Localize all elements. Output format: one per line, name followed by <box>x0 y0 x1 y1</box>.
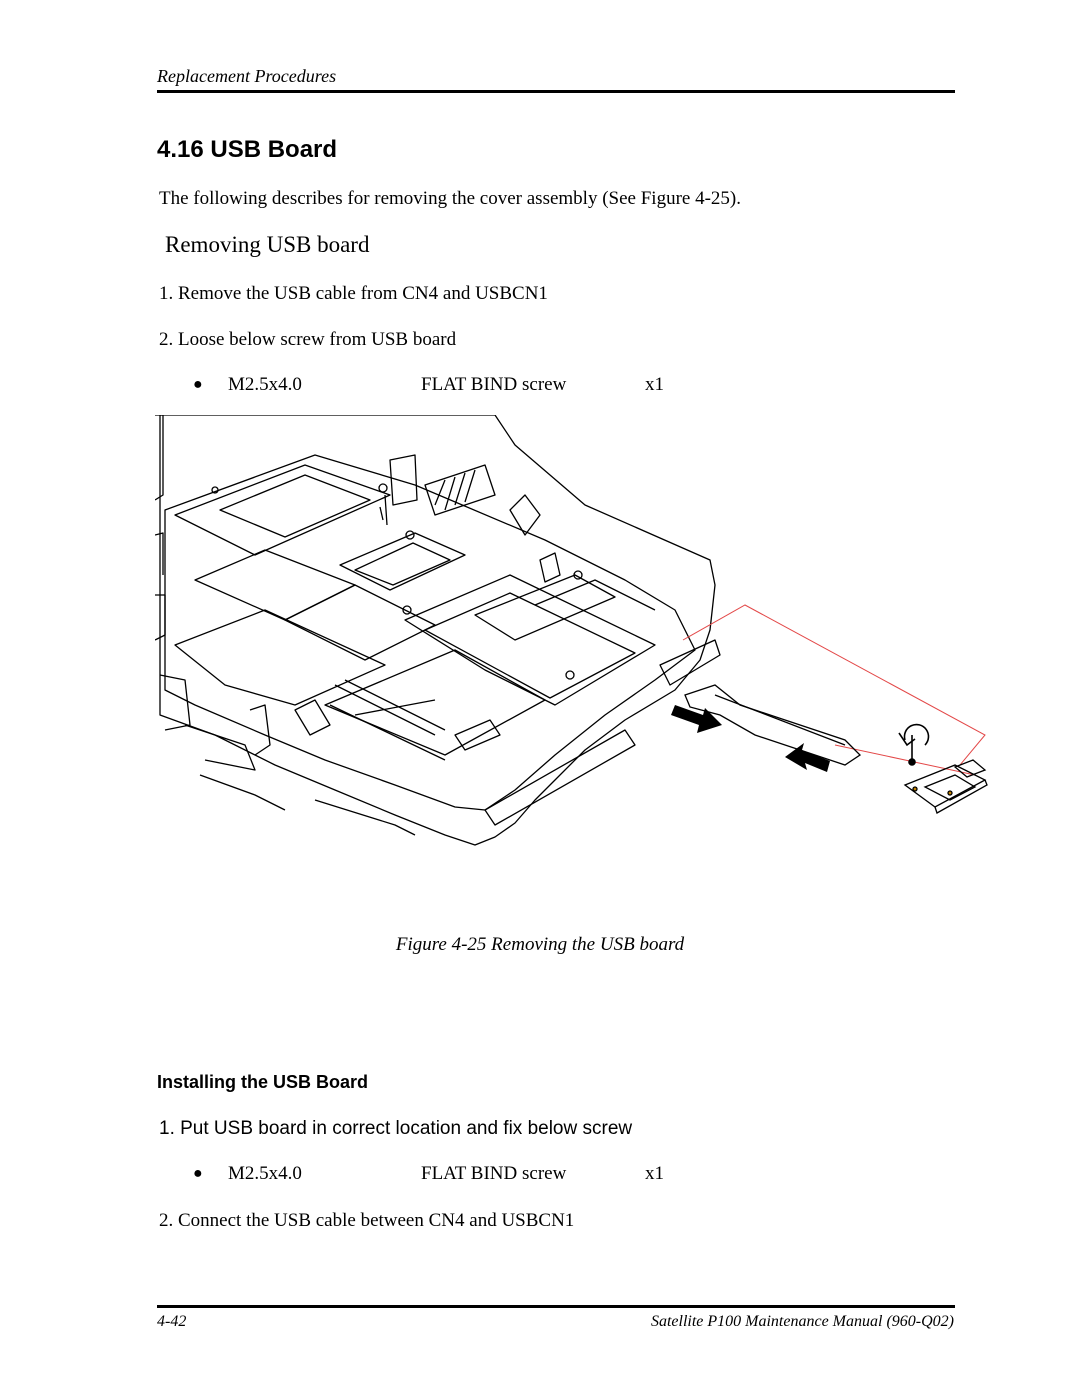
screw-type: FLAT BIND screw <box>421 1163 567 1184</box>
figure-caption: Figure 4-25 Removing the USB board <box>395 934 685 955</box>
page-title: 4.16 USB Board <box>157 136 338 163</box>
installing-step-1: 1. Put USB board in correct location and… <box>159 1118 633 1139</box>
screw-size: M2.5x4.0 <box>228 374 302 395</box>
intro-text: The following describes for removing the… <box>159 188 741 209</box>
screw-size: M2.5x4.0 <box>228 1163 302 1184</box>
removing-step-2: 2. Loose below screw from USB board <box>159 329 457 350</box>
screw-qty: x1 <box>645 1163 664 1184</box>
bullet-icon: ● <box>193 376 203 393</box>
removing-step-1: 1. Remove the USB cable from CN4 and USB… <box>159 283 548 304</box>
bullet-icon: ● <box>193 1165 203 1182</box>
screw-qty: x1 <box>645 374 664 395</box>
screw-type: FLAT BIND screw <box>421 374 567 395</box>
removing-heading: Removing USB board <box>165 232 370 257</box>
header-rule <box>157 90 955 93</box>
footer-rule <box>157 1305 955 1308</box>
usb-board-removal-figure <box>155 415 988 846</box>
page-number: 4-42 <box>157 1313 187 1330</box>
running-header: Replacement Procedures <box>157 66 337 86</box>
installing-heading: Installing the USB Board <box>157 1072 369 1092</box>
manual-title: Satellite P100 Maintenance Manual (960-Q… <box>650 1313 954 1330</box>
installing-step-2: 2. Connect the USB cable between CN4 and… <box>159 1210 575 1231</box>
